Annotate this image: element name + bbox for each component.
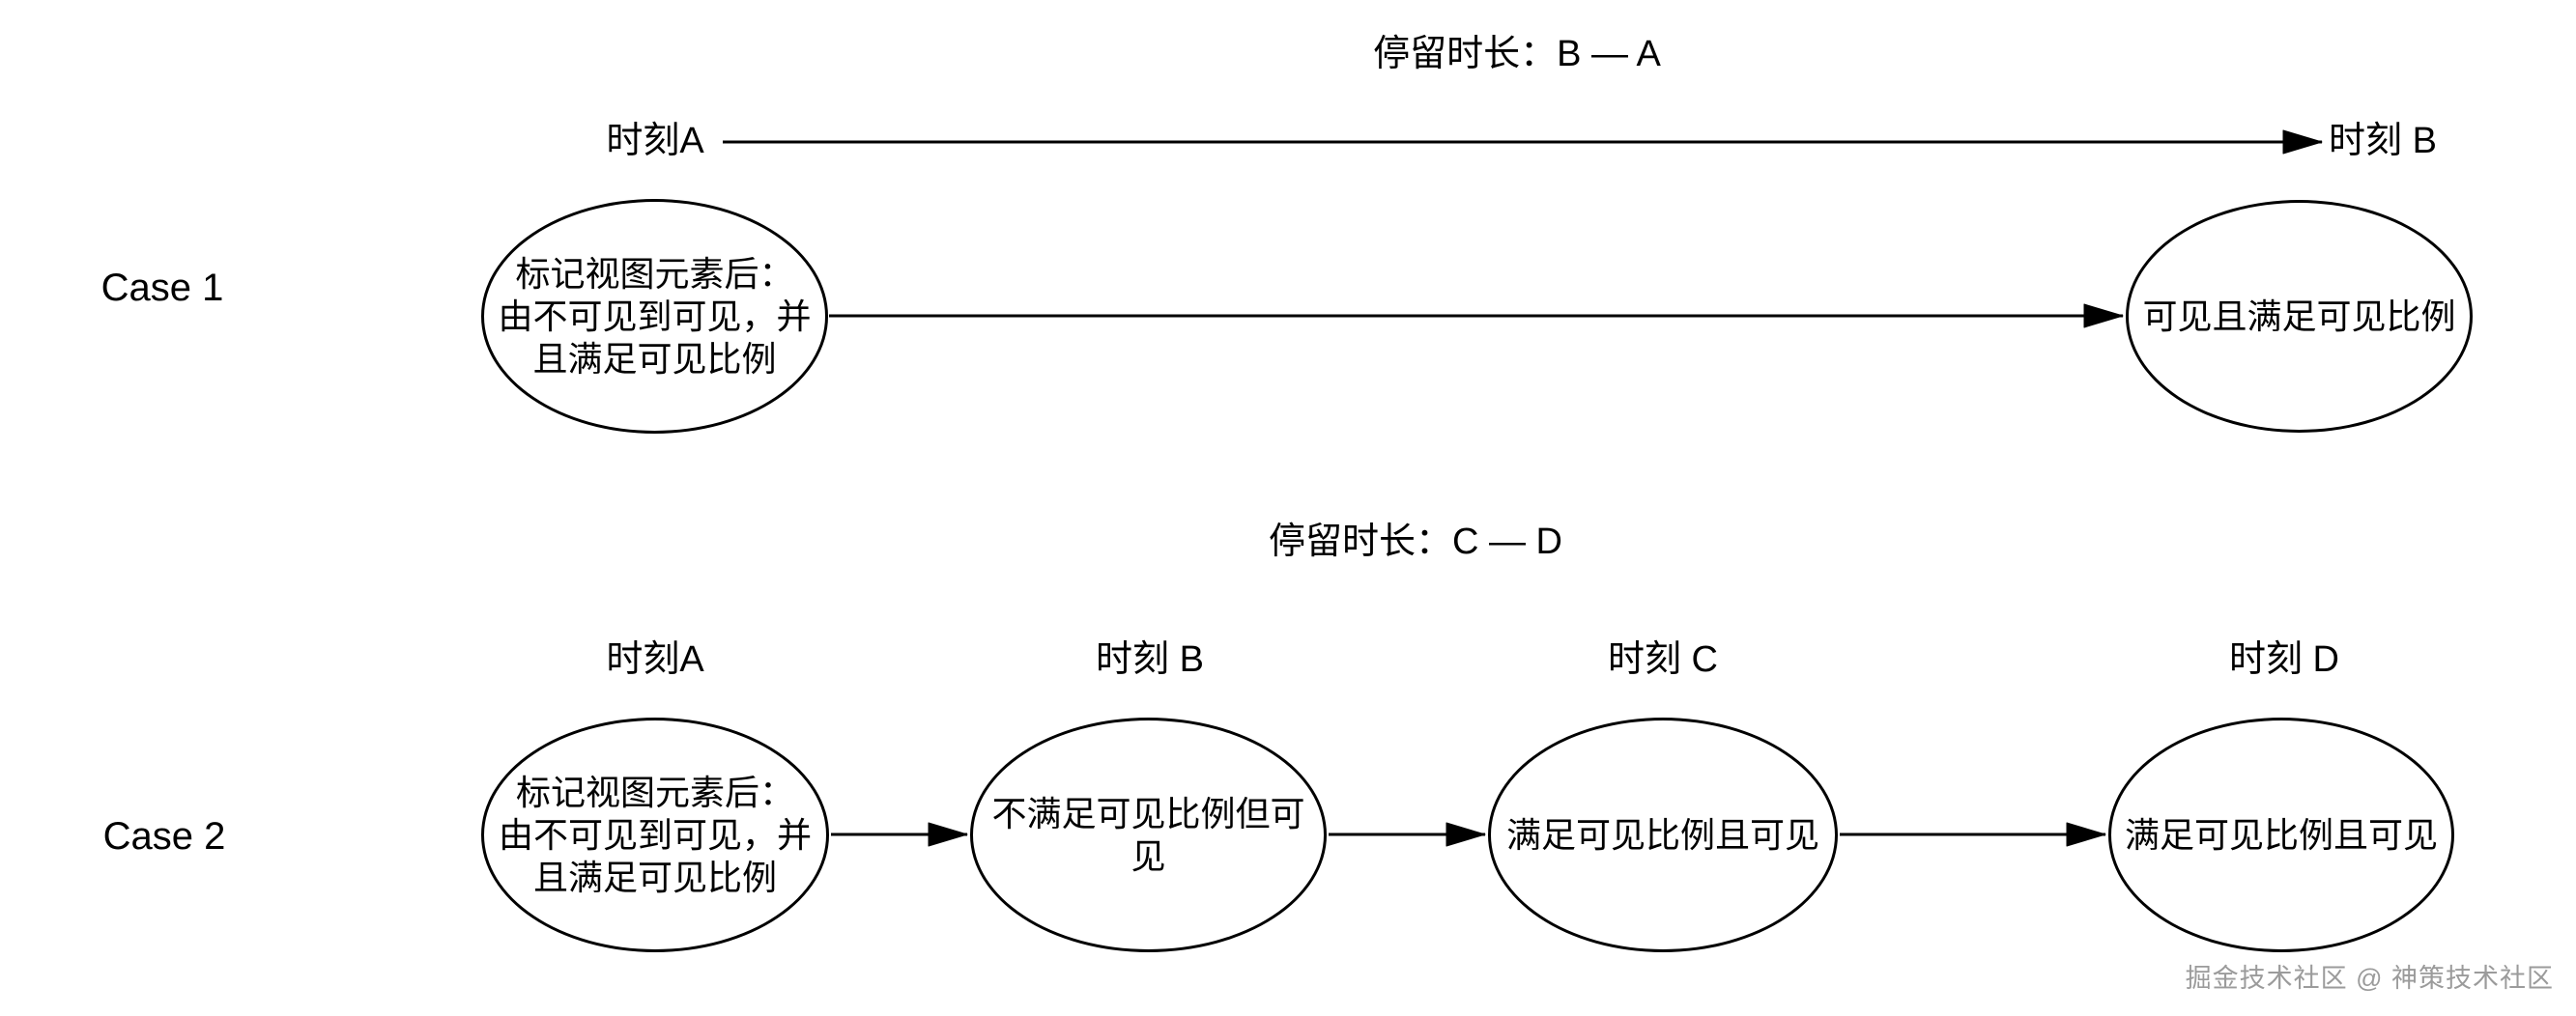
case1-duration-title: 停留时长：B — A [1373, 34, 1661, 75]
case2-time-label-d: 时刻 D [2228, 639, 2340, 681]
case2-node-a-text: 标记视图元素后： 由不可见到可见，并 且满足可见比例 [498, 772, 812, 897]
case2-node-c: 满足可见比例且可见 [1488, 718, 1838, 952]
case2-node-d-text: 满足可见比例且可见 [2125, 814, 2439, 855]
case2-node-d: 满足可见比例且可见 [2108, 718, 2454, 952]
case2-time-label-a: 时刻A [606, 639, 704, 681]
case2-node-a: 标记视图元素后： 由不可见到可见，并 且满足可见比例 [481, 718, 829, 952]
case1-timeline-start-label: 时刻A [606, 121, 704, 162]
case2-time-label-c: 时刻 C [1607, 639, 1719, 681]
case2-time-label-b: 时刻 B [1096, 639, 1204, 681]
case2-duration-title: 停留时长：C — D [1268, 522, 1563, 563]
case2-label: Case 2 [102, 815, 226, 858]
case1-timeline-end-label: 时刻 B [2329, 121, 2437, 162]
watermark-text: 掘金技术社区 @ 神策技术社区 [2185, 964, 2554, 993]
case2-node-b: 不满足可见比例但可 见 [970, 718, 1327, 952]
case2-node-b-text: 不满足可见比例但可 见 [991, 793, 1305, 876]
case1-node-start-text: 标记视图元素后： 由不可见到可见，并 且满足可见比例 [498, 253, 812, 379]
case1-node-start: 标记视图元素后： 由不可见到可见，并 且满足可见比例 [481, 199, 828, 434]
case2-node-c-text: 满足可见比例且可见 [1505, 814, 1819, 855]
case1-label: Case 1 [100, 267, 224, 309]
case1-node-end-text: 可见且满足可见比例 [2142, 296, 2456, 336]
case1-node-end: 可见且满足可见比例 [2126, 200, 2473, 433]
